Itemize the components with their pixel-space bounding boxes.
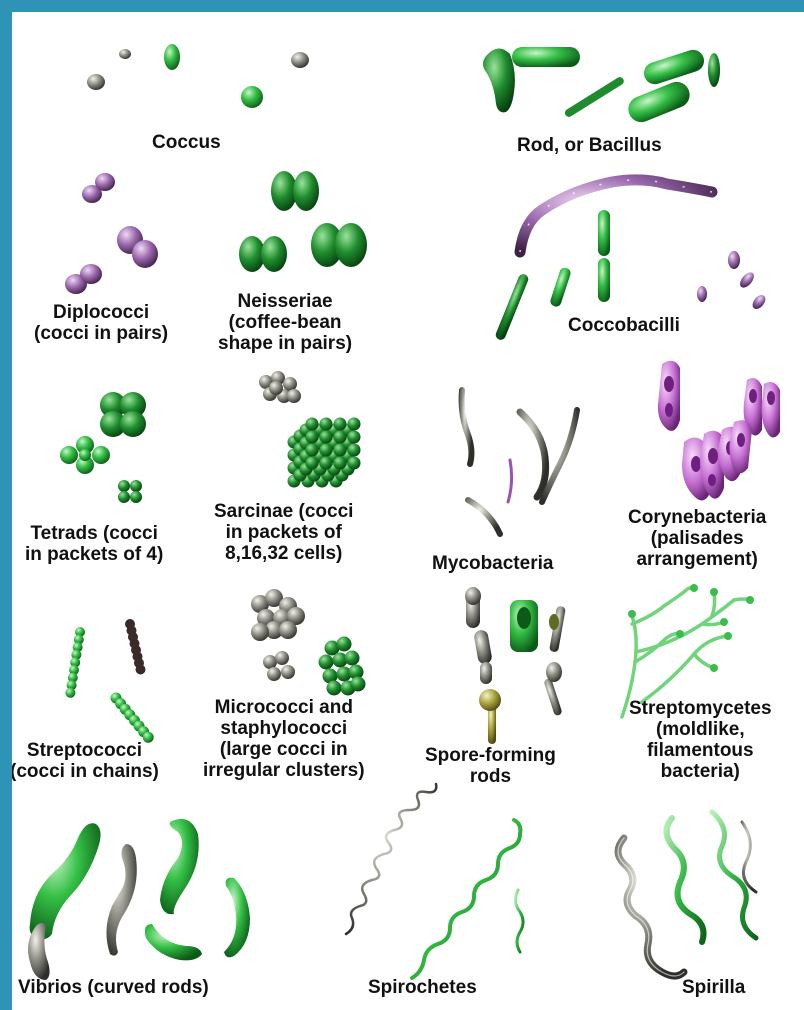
cell — [306, 444, 319, 457]
cell — [337, 637, 352, 652]
cell — [65, 688, 75, 698]
tetrads-cells — [60, 392, 146, 503]
micrococci-cells — [251, 589, 366, 696]
label-mycobacteria: Mycobacteria — [432, 553, 553, 574]
label-diplococci-line2: (cocci in pairs) — [34, 323, 168, 344]
label-rod-line: Rod, or Bacillus — [517, 135, 662, 156]
label-streptomycetes-line2: (moldlike, — [629, 719, 772, 740]
cell — [267, 667, 281, 681]
cell — [327, 681, 342, 696]
label-coccobacilli: Coccobacilli — [568, 315, 680, 336]
cell — [320, 418, 333, 431]
cell — [348, 444, 361, 457]
cell — [334, 444, 347, 457]
label-coccus-line: Coccus — [152, 132, 221, 153]
corynebacteria-cells — [658, 361, 780, 501]
cell — [334, 418, 347, 431]
label-neisseriae-line3: shape in pairs) — [218, 333, 352, 354]
label-spore-forming-line2: rods — [425, 766, 556, 787]
label-corynebacteria-line2: (palisades — [628, 528, 766, 549]
cell — [287, 389, 301, 403]
label-spirilla-line: Spirilla — [682, 977, 745, 998]
label-corynebacteria-line1: Corynebacteria — [628, 507, 766, 528]
cell — [348, 418, 361, 431]
label-sarcinae-line2: in packets of — [214, 522, 353, 543]
label-vibrios-line: Vibrios (curved rods) — [18, 977, 209, 998]
label-diplococci-line1: Diplococci — [34, 302, 168, 323]
label-mycobacteria-line: Mycobacteria — [432, 553, 553, 574]
cell — [348, 457, 361, 470]
label-streptomycetes-line4: bacteria) — [629, 761, 772, 782]
spirilla-cells — [618, 812, 756, 976]
cell — [263, 655, 277, 669]
label-streptomycetes-line3: filamentous — [629, 740, 772, 761]
coccus-cells — [87, 44, 309, 108]
streptococci-cells — [65, 619, 153, 743]
label-spore-forming-line1: Spore-forming — [425, 745, 556, 766]
neisseriae-cells — [239, 171, 367, 272]
label-micrococci-line2: staphylococci — [203, 718, 365, 739]
cell — [320, 457, 333, 470]
sarcinae-cells — [259, 371, 361, 488]
bacillus-cells — [483, 47, 720, 126]
label-sarcinae-line1: Sarcinae (cocci — [214, 501, 353, 522]
label-micrococci-line3: (large cocci in — [203, 739, 365, 760]
cell — [334, 431, 347, 444]
cell — [281, 665, 295, 679]
vibrios-cells — [28, 819, 250, 980]
cell — [269, 381, 283, 395]
label-tetrads-line2: in packets of 4) — [25, 544, 163, 565]
label-corynebacteria: Corynebacteria (palisades arrangement) — [628, 507, 766, 570]
cell — [306, 418, 319, 431]
spore-forming-rods-cells — [465, 587, 566, 744]
label-micrococci: Micrococci and staphylococci (large cocc… — [203, 697, 365, 781]
label-spirochetes-line: Spirochetes — [368, 977, 477, 998]
cell — [348, 431, 361, 444]
label-tetrads: Tetrads (cocci in packets of 4) — [25, 523, 163, 565]
spirochetes-cells — [346, 784, 523, 978]
label-spirilla: Spirilla — [682, 977, 745, 998]
label-sarcinae: Sarcinae (cocci in packets of 8,16,32 ce… — [214, 501, 353, 564]
cell — [345, 651, 360, 666]
label-rod-bacillus: Rod, or Bacillus — [517, 135, 662, 156]
label-neisseriae-line1: Neisseriae — [218, 291, 352, 312]
mycobacteria-cells — [462, 390, 577, 534]
label-coccobacilli-line: Coccobacilli — [568, 315, 680, 336]
label-streptomycetes: Streptomycetes (moldlike, filamentous ba… — [629, 698, 772, 782]
label-micrococci-line1: Micrococci and — [203, 697, 365, 718]
cell — [306, 457, 319, 470]
label-spore-forming: Spore-forming rods — [425, 745, 556, 787]
cell — [320, 431, 333, 444]
label-sarcinae-line3: 8,16,32 cells) — [214, 543, 353, 564]
label-streptomycetes-line1: Streptomycetes — [629, 698, 772, 719]
cell — [306, 431, 319, 444]
cell — [351, 677, 366, 692]
label-neisseriae-line2: (coffee-bean — [218, 312, 352, 333]
label-vibrios: Vibrios (curved rods) — [18, 977, 209, 998]
label-neisseriae: Neisseriae (coffee-bean shape in pairs) — [218, 291, 352, 354]
label-streptococci: Streptococci (cocci in chains) — [12, 740, 159, 782]
label-spirochetes: Spirochetes — [368, 977, 477, 998]
diplococci-cells — [65, 173, 158, 294]
cell — [334, 457, 347, 470]
label-tetrads-line1: Tetrads (cocci — [25, 523, 163, 544]
label-streptococci-line1: Streptococci — [12, 740, 159, 761]
diagram-frame: Coccus Rod, or Bacillus Diplococci (cocc… — [12, 12, 804, 1010]
label-coccus: Coccus — [152, 132, 221, 153]
cell — [320, 444, 333, 457]
cell — [279, 621, 297, 639]
label-streptococci-line2: (cocci in chains) — [12, 761, 159, 782]
cell — [136, 665, 146, 675]
label-diplococci: Diplococci (cocci in pairs) — [34, 302, 168, 344]
label-corynebacteria-line3: arrangement) — [628, 549, 766, 570]
cell — [251, 623, 269, 641]
cell — [275, 651, 289, 665]
cell — [319, 655, 334, 670]
cell — [283, 377, 297, 391]
label-micrococci-line4: irregular clusters) — [203, 760, 365, 781]
